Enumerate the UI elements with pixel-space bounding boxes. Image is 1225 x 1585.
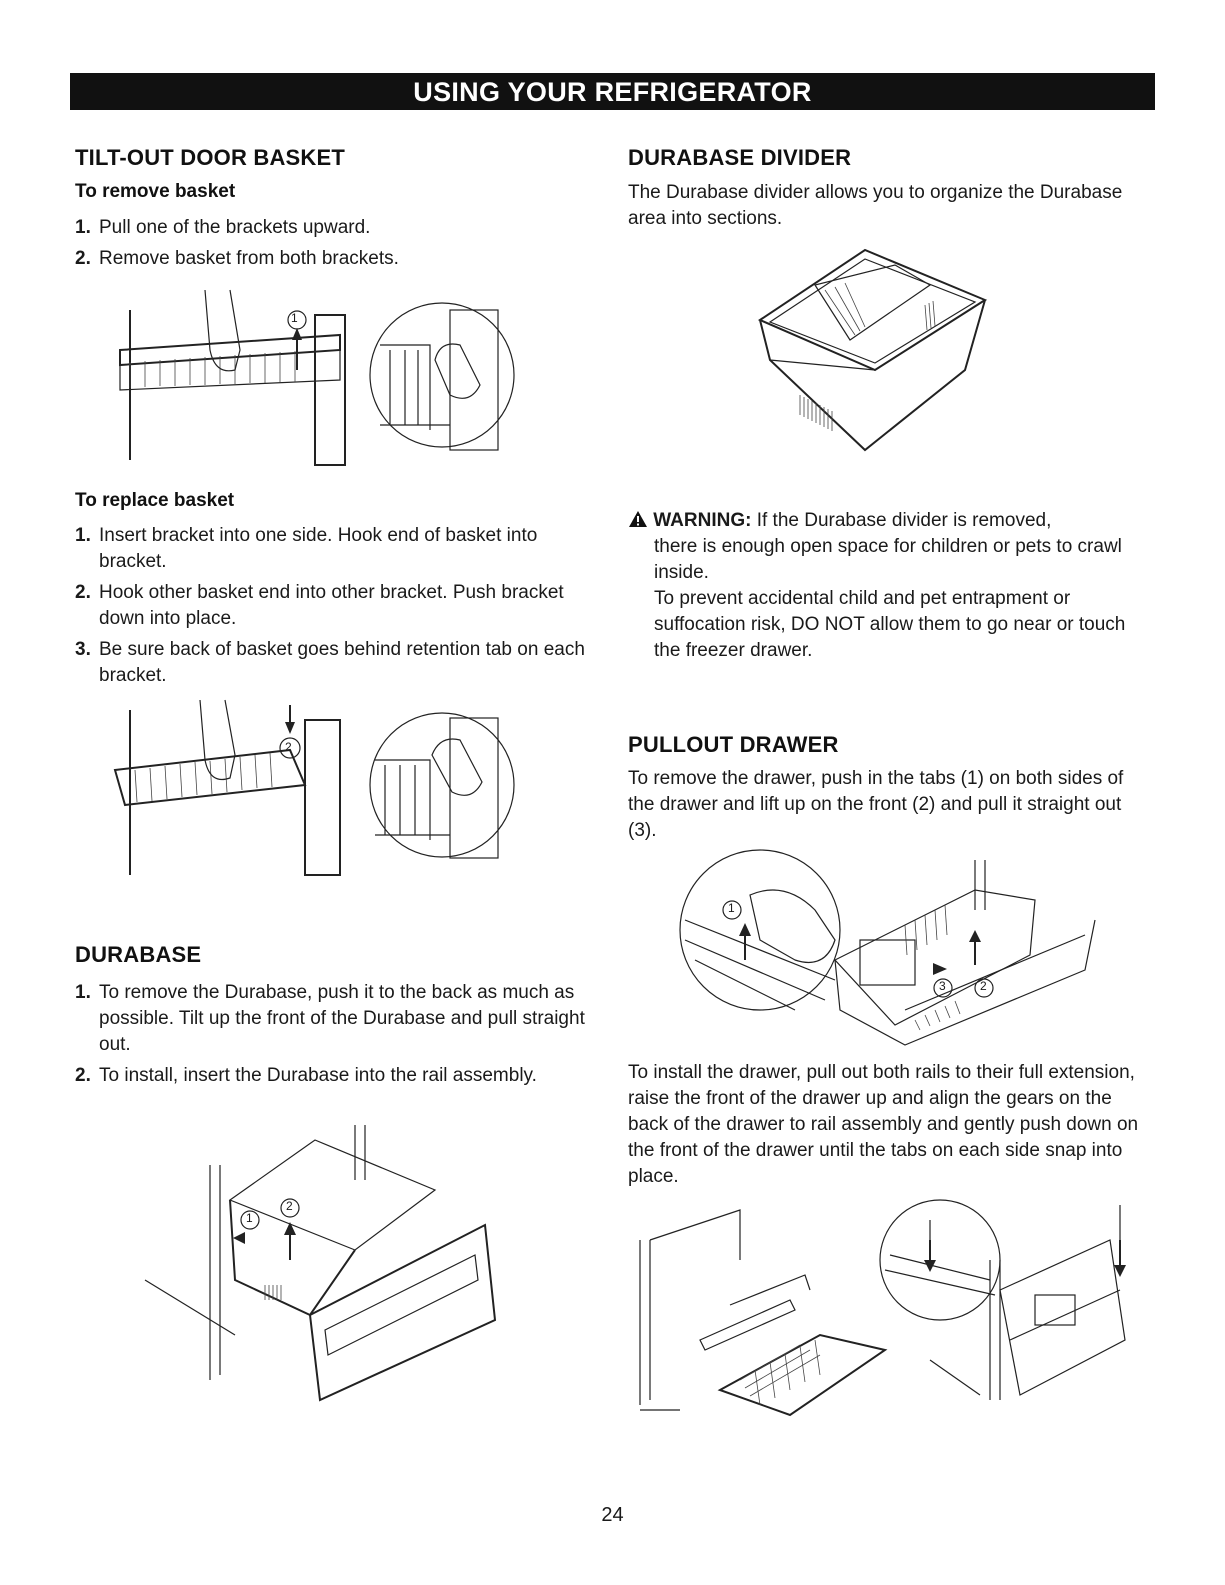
list-item: 2.Remove basket from both brackets. bbox=[75, 248, 399, 269]
pullout-remove-illustration: 1 3 2 bbox=[675, 849, 1105, 1055]
warning-block: WARNING: If the Durabase divider is remo… bbox=[628, 508, 1148, 664]
callout-1: 1 bbox=[291, 311, 298, 325]
list-item: 2.To install, insert the Durabase into t… bbox=[75, 1065, 537, 1086]
warning-text-2: there is enough open space for children … bbox=[654, 536, 1122, 583]
callout-2: 2 bbox=[285, 740, 292, 754]
remove-steps-list: 1.Pull one of the brackets upward. 2.Rem… bbox=[75, 215, 585, 277]
warning-triangle-icon bbox=[629, 511, 647, 527]
tilt-out-heading: TILT-OUT DOOR BASKET bbox=[75, 145, 346, 170]
replace-basket-illustration: 2 bbox=[110, 699, 520, 885]
pullout-drawer-heading: PULLOUT DRAWER bbox=[628, 732, 839, 757]
pullout-install-illustration bbox=[630, 1199, 1150, 1425]
durabase-steps-list: 1.To remove the Durabase, push it to the… bbox=[75, 980, 590, 1094]
callout-2: 2 bbox=[286, 1199, 293, 1213]
list-item: 3.Be sure back of basket goes behind ret… bbox=[75, 639, 585, 686]
pullout-remove-text: To remove the drawer, push in the tabs (… bbox=[628, 768, 1124, 841]
divider-description: The Durabase divider allows you to organ… bbox=[628, 182, 1123, 229]
warning-text-1: If the Durabase divider is removed, bbox=[751, 510, 1052, 531]
replace-steps-list: 1.Insert bracket into one side. Hook end… bbox=[75, 523, 585, 694]
list-item: 1.Pull one of the brackets upward. bbox=[75, 217, 371, 238]
remove-basket-title: To remove basket bbox=[75, 181, 236, 202]
callout-2: 2 bbox=[980, 979, 987, 993]
list-item: 2.Hook other basket end into other brack… bbox=[75, 582, 564, 629]
durabase-drawer-illustration: 1 2 bbox=[144, 1120, 505, 1415]
remove-basket-illustration: 1 bbox=[110, 289, 520, 475]
durabase-divider-heading: DURABASE DIVIDER bbox=[628, 145, 852, 170]
durabase-heading: DURABASE bbox=[75, 942, 202, 967]
callout-3: 3 bbox=[939, 979, 946, 993]
list-item: 1.Insert bracket into one side. Hook end… bbox=[75, 525, 538, 572]
callout-1: 1 bbox=[246, 1211, 253, 1225]
list-item: 1.To remove the Durabase, push it to the… bbox=[75, 982, 585, 1055]
replace-basket-title: To replace basket bbox=[75, 490, 235, 511]
pullout-install-text: To install the drawer, pull out both rai… bbox=[628, 1062, 1139, 1187]
warning-label: WARNING: bbox=[653, 510, 752, 531]
callout-1: 1 bbox=[728, 901, 735, 915]
page-number: 24 bbox=[601, 1504, 624, 1526]
warning-text-3: To prevent accidental child and pet entr… bbox=[654, 588, 1126, 661]
page-banner: USING YOUR REFRIGERATOR bbox=[70, 73, 1155, 110]
divider-bin-illustration bbox=[755, 245, 995, 460]
